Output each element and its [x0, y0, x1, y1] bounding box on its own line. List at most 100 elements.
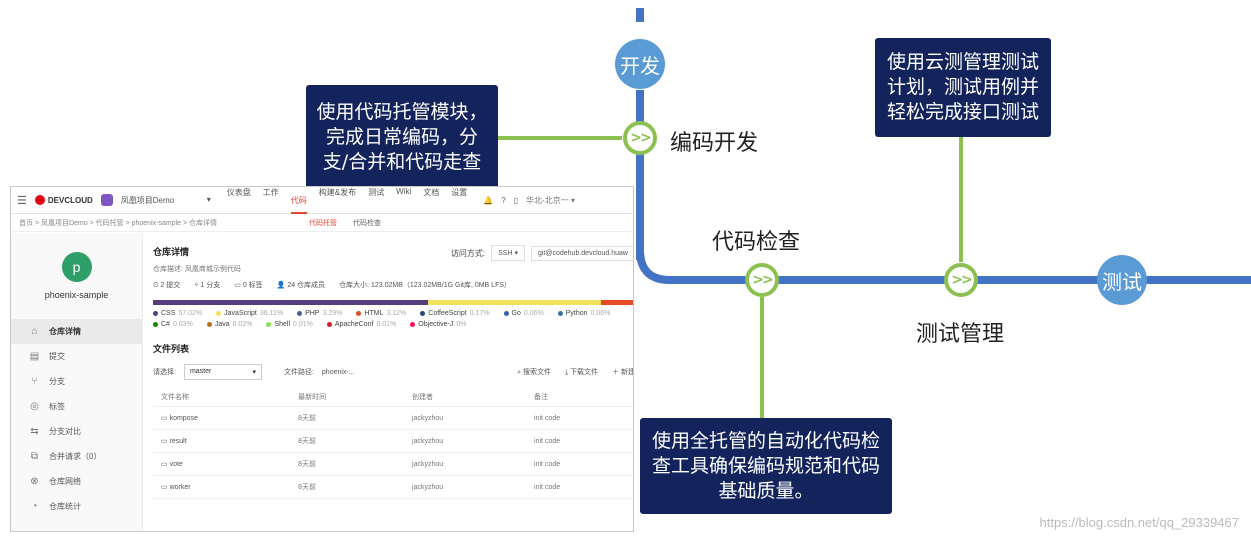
language-dot-icon: [503, 311, 509, 316]
search-files-button[interactable]: ⌕ 搜索文件: [517, 369, 551, 376]
repo-sidebar: p phoenix-sample ⌂仓库详情▤提交⑂分支◎标签⇆分支对比⧉合并请…: [11, 233, 143, 531]
network-icon: ⊗: [30, 476, 39, 487]
nav-item[interactable]: 文档: [423, 187, 440, 197]
callout-test-mgmt: 使用云测管理测试计划，测试用例并轻松完成接口测试: [875, 38, 1051, 137]
branch-select[interactable]: master▾: [183, 364, 262, 380]
sidebar-item-label: 分支对比: [49, 427, 81, 436]
language-dot-icon: [557, 311, 563, 316]
file-name-cell[interactable]: ▭ vote: [153, 452, 291, 476]
nav-item[interactable]: 代码: [290, 195, 307, 214]
column-header[interactable]: 创建者: [404, 388, 527, 407]
file-author-cell: jackyzhou: [404, 452, 527, 476]
language-percent: 0%: [456, 321, 467, 328]
members-stat[interactable]: 👤 24 仓库成员: [276, 282, 326, 289]
notification-icon[interactable]: 🔔: [483, 195, 494, 205]
tab-code-check[interactable]: 代码检查: [353, 219, 381, 227]
repo-stats: ⏲ 2 提交 ⑂ 1 分支 ▭ 0 标签 👤 24 仓库成员 仓库大小: 123…: [153, 280, 633, 290]
search-icon: ⌕: [517, 369, 522, 376]
protocol-select[interactable]: SSH ▾: [491, 245, 525, 261]
project-select[interactable]: 凤凰项目Demo▾: [120, 194, 211, 205]
language-name: CoffeeScript: [428, 310, 467, 317]
language-name: C#: [161, 321, 170, 328]
sidebar-item[interactable]: ⌂仓库详情: [11, 319, 142, 344]
column-header[interactable]: 文件名称: [153, 388, 291, 407]
nav-item[interactable]: 构建&发布: [318, 187, 357, 197]
download-icon: ⤓: [564, 369, 569, 376]
sidebar-item[interactable]: ⧉合并请求（0）: [11, 444, 142, 469]
language-percent: 0.01%: [293, 321, 313, 328]
language-dot-icon: [216, 311, 222, 316]
project-icon: [100, 194, 113, 206]
language-percent: 0.02%: [232, 321, 253, 328]
sidebar-item[interactable]: ⇆分支对比: [11, 419, 142, 444]
new-file-button[interactable]: ＋ 新建: [612, 369, 634, 376]
nav-item[interactable]: Wiki: [396, 186, 412, 196]
file-time-cell: 8天前: [290, 475, 405, 499]
tags-stat[interactable]: ▭ 0 标签: [234, 282, 263, 289]
language-dot-icon: [266, 322, 272, 327]
download-files-button[interactable]: ⤓ 下载文件: [564, 369, 599, 376]
tab-code-hosting[interactable]: 代码托管: [309, 219, 337, 227]
language-percent: 0.01%: [376, 321, 397, 328]
chevron-down-icon: ▾: [252, 369, 256, 376]
column-header[interactable]: 最新时间: [290, 388, 405, 407]
file-note-cell: init code: [526, 429, 633, 453]
brand: DEVCLOUD: [34, 195, 93, 205]
nav-item[interactable]: 测试: [368, 187, 385, 197]
label-code-check: 代码检查: [712, 230, 801, 255]
sidebar-item-label: 仓库统计: [49, 502, 81, 511]
plus-icon: ＋: [612, 369, 620, 376]
sidebar-item[interactable]: ⑂分支: [11, 369, 142, 394]
sidebar-item[interactable]: ◎标签: [11, 394, 142, 419]
sidebar-item[interactable]: ◔仓库统计: [11, 494, 142, 519]
column-header[interactable]: 备注: [526, 388, 633, 407]
file-name-cell[interactable]: ▭ kompose: [153, 406, 291, 430]
language-percent: 0.06%: [523, 310, 544, 317]
language-name: Java: [214, 321, 230, 328]
file-author-cell: jackyzhou: [404, 429, 527, 453]
region-select[interactable]: 华北-北京一 ▾: [526, 195, 575, 205]
language-name: PHP: [305, 310, 320, 317]
station-test-mgmt: >>: [944, 263, 978, 297]
language-name: Objective-J: [418, 321, 454, 328]
file-name-cell[interactable]: ▭ worker: [153, 475, 291, 499]
language-bar-css: [153, 300, 428, 305]
file-author-cell: jackyzhou: [404, 475, 527, 499]
double-chevron-icon: >>: [752, 272, 774, 288]
sub-tabs: 代码托管 代码检查: [309, 218, 381, 228]
nav-item[interactable]: 工作: [262, 187, 279, 197]
branches-stat[interactable]: ⑂ 1 分支: [194, 282, 221, 289]
commits-stat[interactable]: ⏲ 2 提交: [153, 282, 181, 289]
menu-icon[interactable]: ☰: [17, 194, 27, 207]
file-name: result: [169, 438, 187, 445]
language-bar: [153, 300, 633, 305]
help-icon[interactable]: ?: [501, 195, 506, 205]
device-icon[interactable]: ▯: [513, 195, 519, 205]
file-toolbar: 请选择: master▾ 文件路径: phoenix-... ⌕ 搜索文件 ⤓ …: [153, 364, 634, 380]
app-topbar: ☰ DEVCLOUD 凤凰项目Demo▾ 仪表盘 工作代码 构建&发布 测试 Wiki 文…: [11, 187, 633, 214]
file-name: vote: [169, 461, 183, 468]
nav-item[interactable]: 设置: [451, 187, 468, 197]
home-icon: ⌂: [31, 326, 38, 337]
breadcrumb: 首页 > 凤凰项目Demo > 代码托管 > phoenix-sample > …: [19, 219, 217, 227]
folder-icon: ▭: [161, 461, 170, 468]
repo-name: phoenix-sample: [44, 290, 109, 300]
nav-item[interactable]: 仪表盘: [226, 187, 251, 197]
sidebar-item[interactable]: ⊗仓库网络: [11, 469, 142, 494]
file-name-cell[interactable]: ▭ result: [153, 429, 291, 453]
station-start: 开发: [615, 39, 665, 89]
language-percent: 36.11%: [259, 310, 284, 317]
sidebar-item[interactable]: ▤提交: [11, 344, 142, 369]
clone-url-field[interactable]: git@codehub.devcloud.huaw: [530, 245, 633, 261]
sidebar-item-label: 标签: [49, 402, 65, 411]
language-percent: 3.29%: [322, 310, 343, 317]
